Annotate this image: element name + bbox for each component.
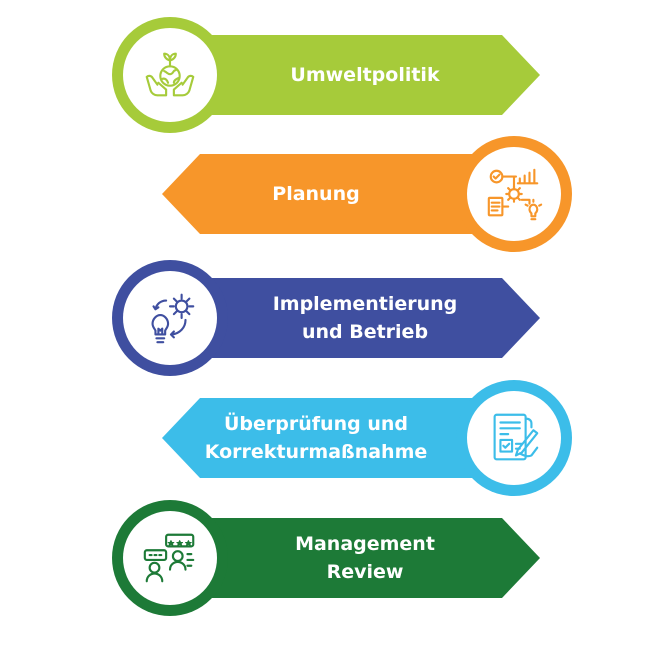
step-label: Management Review [295,533,435,583]
step-arrow: Planung [162,154,540,234]
step-icon-circle [112,500,228,616]
planning-process-icon [487,168,543,221]
step-icon-circle [112,17,228,133]
step-arrow: Umweltpolitik [160,35,540,115]
step-label: Umweltpolitik [290,64,440,86]
step-label: Planung [272,183,360,205]
step-arrow: Implementierung und Betrieb [160,278,540,358]
step-icon-circle [456,380,572,496]
idea-gear-icon [151,293,195,344]
step-arrow: Management Review [160,518,540,598]
step-icon-circle [456,136,572,252]
step-arrow: Überprüfung und Korrekturmaßnahme [162,398,540,478]
step-label: Implementierung und Betrieb [272,293,458,343]
rating-review-icon [143,533,195,583]
globe-in-hands-icon [145,52,195,97]
step-label: Überprüfung und Korrekturmaßnahme [204,413,428,463]
document-review-icon [493,413,539,461]
step-icon-circle [112,260,228,376]
